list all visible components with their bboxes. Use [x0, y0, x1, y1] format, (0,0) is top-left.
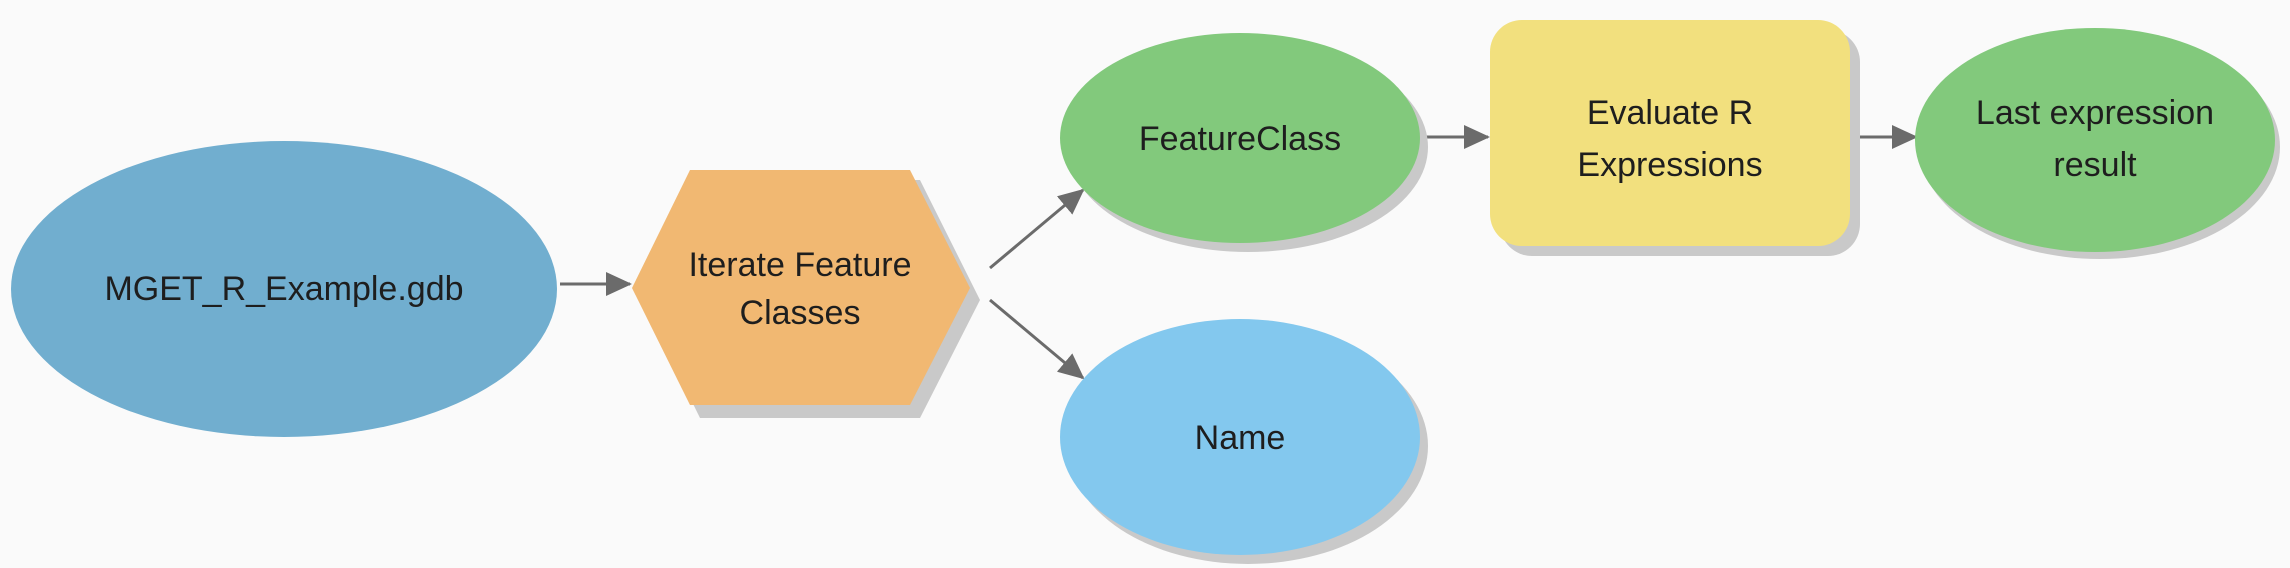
node-result-shape	[1915, 28, 2275, 252]
node-featureclass-label: FeatureClass	[1139, 120, 1341, 158]
node-input-gdb[interactable]: MGET_R_Example.gdb	[11, 141, 557, 437]
node-iterate-label-line2: Classes	[740, 294, 861, 332]
node-result-label-line1: Last expression	[1976, 94, 2214, 132]
node-featureclass[interactable]: FeatureClass	[1060, 33, 1428, 252]
node-input-gdb-label: MGET_R_Example.gdb	[104, 270, 463, 308]
node-evaluate-label-line1: Evaluate R	[1587, 94, 1753, 132]
node-evaluate-r-expressions[interactable]: Evaluate R Expressions	[1490, 20, 1860, 256]
node-name-shape	[1060, 319, 1420, 555]
node-name-label: Name	[1195, 419, 1286, 457]
node-featureclass-shape	[1060, 33, 1420, 243]
node-input-gdb-shape	[11, 141, 557, 437]
node-last-expression-result[interactable]: Last expression result	[1915, 28, 2280, 259]
node-iterate-label-line1: Iterate Feature	[688, 246, 911, 284]
node-result-label-line2: result	[2053, 146, 2137, 184]
node-iterate-shape	[632, 170, 970, 405]
connector-iterate-to-featureclass[interactable]	[989, 188, 1085, 270]
node-evaluate-shape	[1490, 20, 1850, 246]
node-iterate-feature-classes[interactable]: Iterate Feature Classes	[632, 170, 980, 418]
connector-iterate-to-name[interactable]	[989, 298, 1085, 380]
node-evaluate-label-line2: Expressions	[1577, 146, 1762, 184]
connectors	[560, 125, 1918, 380]
node-name[interactable]: Name	[1060, 319, 1428, 564]
